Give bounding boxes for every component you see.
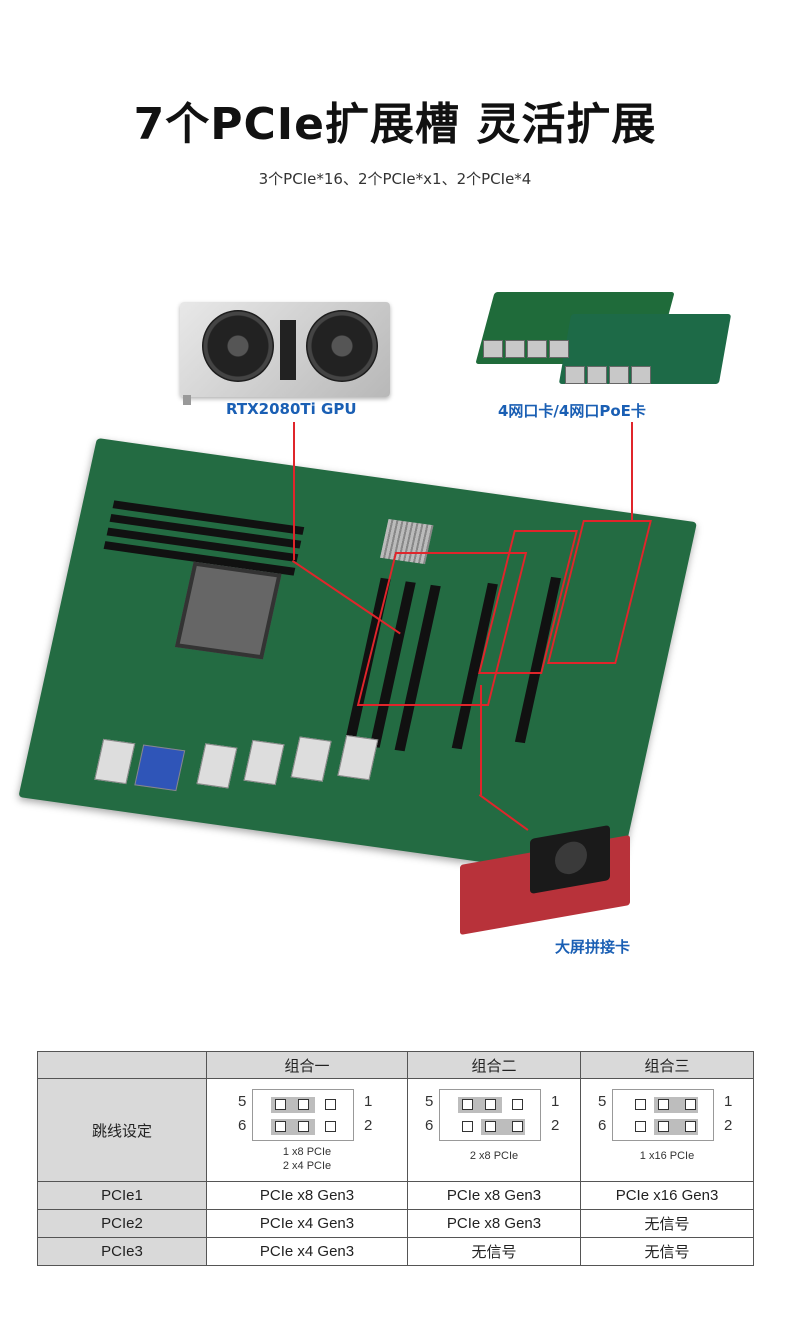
gpu-label-strip xyxy=(280,320,296,380)
jumper-diagram: 5 6 1 2 xyxy=(592,1079,742,1174)
ethernet-port-icon xyxy=(631,366,651,384)
pcie-config-table: 组合一 组合二 组合三 跳线设定 5 6 xyxy=(37,1051,754,1266)
jumper-pin-icon xyxy=(635,1121,646,1132)
table-header-cell: 组合一 xyxy=(206,1051,408,1079)
gpu-card-image xyxy=(180,302,390,397)
jumper-pin-icon xyxy=(275,1099,286,1110)
row-label: 跳线设定 xyxy=(37,1078,207,1182)
jumper-frame xyxy=(439,1089,541,1141)
pin-number: 1 xyxy=(364,1093,373,1110)
pin-number: 5 xyxy=(598,1093,607,1110)
table-row: PCIe2 PCIe x4 Gen3 PCIe x8 Gen3 无信号 xyxy=(37,1209,754,1238)
ethernet-port-icon xyxy=(609,366,629,384)
pin-number: 1 xyxy=(724,1093,733,1110)
io-port xyxy=(196,743,238,789)
page-subtitle: 3个PCIe*16、2个PCIe*x1、2个PCIe*4 xyxy=(258,170,532,188)
pin-number: 6 xyxy=(598,1117,607,1134)
table-cell: PCIe x4 Gen3 xyxy=(206,1237,408,1266)
lan-port xyxy=(243,739,285,786)
jumper-note: 2 x4 PCIe xyxy=(282,1160,332,1172)
table-cell: PCIe x16 Gen3 xyxy=(580,1181,754,1210)
ethernet-port-icon xyxy=(587,366,607,384)
jumper-pin-icon xyxy=(685,1121,696,1132)
jumper-frame xyxy=(252,1089,354,1141)
lan-port xyxy=(337,735,379,781)
jumper-pin-icon xyxy=(685,1099,696,1110)
jumper-frame xyxy=(612,1089,714,1141)
row-label: PCIe2 xyxy=(37,1209,207,1238)
jumper-note: 1 x16 PCIe xyxy=(639,1150,695,1162)
table-cell: PCIe x8 Gen3 xyxy=(407,1209,581,1238)
vga-port xyxy=(134,744,186,792)
jumper-pin-icon xyxy=(658,1099,669,1110)
jumper-pin-icon xyxy=(658,1121,669,1132)
jumper-pin-icon xyxy=(298,1121,309,1132)
pin-number: 2 xyxy=(551,1117,560,1134)
jumper-pin-icon xyxy=(462,1099,473,1110)
pin-number: 2 xyxy=(724,1117,733,1134)
jumper-pin-icon xyxy=(325,1121,336,1132)
jumper-pin-icon xyxy=(325,1099,336,1110)
table-row: PCIe1 PCIe x8 Gen3 PCIe x8 Gen3 PCIe x16… xyxy=(37,1181,754,1210)
ethernet-port-icon xyxy=(505,340,525,358)
table-cell: 无信号 xyxy=(407,1237,581,1266)
connector-line xyxy=(293,422,295,560)
jumper-cell: 5 6 1 2 xyxy=(206,1078,408,1182)
jumper-diagram: 5 6 1 2 xyxy=(419,1079,569,1174)
jumper-pin-icon xyxy=(298,1099,309,1110)
table-row: 跳线设定 5 6 xyxy=(37,1078,754,1182)
jumper-note: 2 x8 PCIe xyxy=(469,1150,519,1162)
jumper-pin-icon xyxy=(485,1099,496,1110)
table-cell: 无信号 xyxy=(580,1209,754,1238)
table-cell: PCIe x4 Gen3 xyxy=(206,1209,408,1238)
gpu-fan-icon xyxy=(202,310,274,382)
table-cell: 无信号 xyxy=(580,1237,754,1266)
page-title: 7个PCIe扩展槽 灵活扩展 xyxy=(133,99,657,150)
table-row: PCIe3 PCIe x4 Gen3 无信号 无信号 xyxy=(37,1237,754,1266)
row-label: PCIe1 xyxy=(37,1181,207,1210)
jumper-pin-icon xyxy=(275,1121,286,1132)
jumper-cell: 5 6 1 2 xyxy=(407,1078,581,1182)
pin-number: 2 xyxy=(364,1117,373,1134)
table-header-row: 组合一 组合二 组合三 xyxy=(37,1051,754,1079)
callout-nic: 4网口卡/4网口PoE卡 xyxy=(498,402,646,420)
ethernet-port-icon xyxy=(483,340,503,358)
jumper-note: 1 x8 PCIe xyxy=(282,1146,332,1158)
jumper-pin-icon xyxy=(635,1099,646,1110)
jumper-pin-icon xyxy=(512,1121,523,1132)
gpu-fan-icon xyxy=(306,310,378,382)
cpu-socket xyxy=(174,561,282,660)
io-port xyxy=(94,738,136,785)
ethernet-port-icon xyxy=(549,340,569,358)
jumper-cell: 5 6 1 2 xyxy=(580,1078,754,1182)
table-cell: PCIe x8 Gen3 xyxy=(407,1181,581,1210)
jumper-pin-icon xyxy=(485,1121,496,1132)
table-header-cell xyxy=(37,1051,207,1079)
splice-card-image xyxy=(450,820,640,935)
product-illustration: RTX2080Ti GPU 4网口卡/4网口PoE卡 xyxy=(0,290,790,990)
callout-gpu: RTX2080Ti GPU xyxy=(226,400,357,418)
pin-number: 6 xyxy=(425,1117,434,1134)
table-header-cell: 组合三 xyxy=(580,1051,754,1079)
pin-number: 5 xyxy=(425,1093,434,1110)
jumper-pin-icon xyxy=(462,1121,473,1132)
gpu-bracket xyxy=(183,395,191,405)
ethernet-port-icon xyxy=(527,340,547,358)
pin-number: 5 xyxy=(238,1093,247,1110)
connector-line xyxy=(631,422,633,522)
nic-card-image xyxy=(465,292,732,392)
ethernet-port-icon xyxy=(565,366,585,384)
jumper-pin-icon xyxy=(512,1099,523,1110)
table-header-cell: 组合二 xyxy=(407,1051,581,1079)
connector-line xyxy=(480,685,482,795)
lan-port xyxy=(290,736,332,782)
row-label: PCIe3 xyxy=(37,1237,207,1266)
jumper-diagram: 5 6 1 2 xyxy=(232,1079,382,1174)
table-cell: PCIe x8 Gen3 xyxy=(206,1181,408,1210)
callout-splice: 大屏拼接卡 xyxy=(555,938,631,956)
pin-number: 6 xyxy=(238,1117,247,1134)
pin-number: 1 xyxy=(551,1093,560,1110)
